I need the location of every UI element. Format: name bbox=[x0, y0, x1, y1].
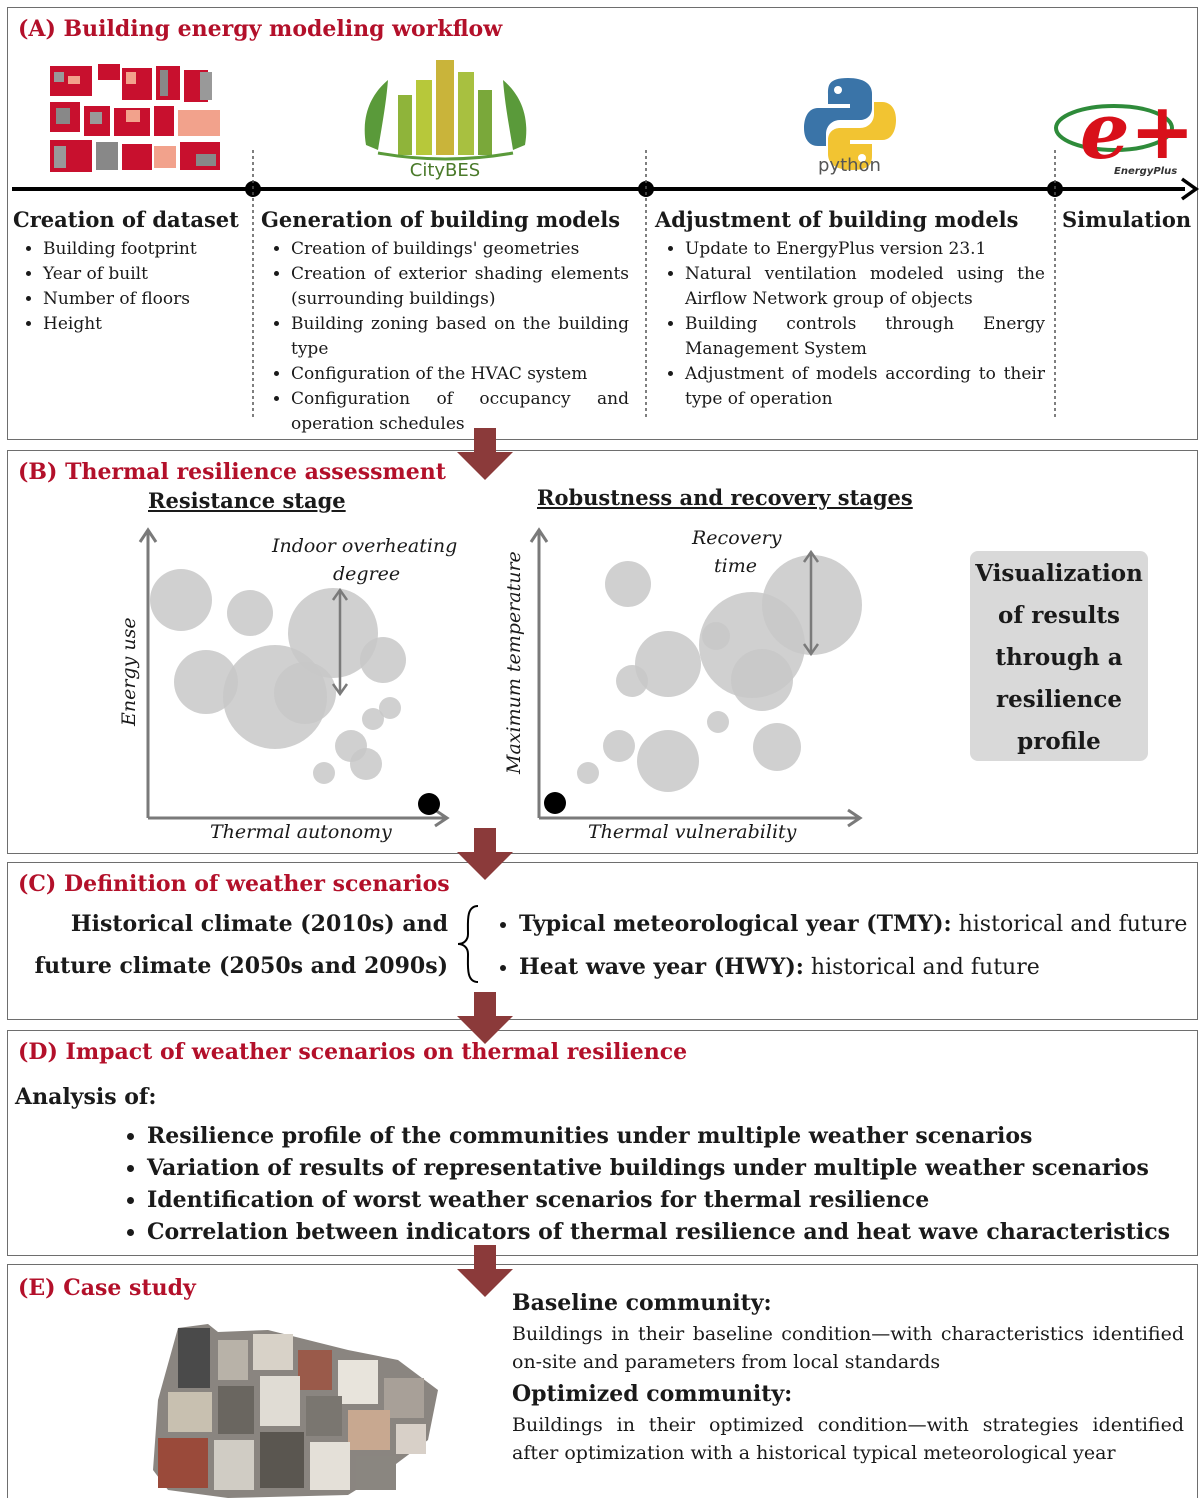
robustness-bubble-plot bbox=[529, 527, 863, 828]
python-logo bbox=[804, 78, 896, 170]
robustness-recovery-title: Robustness and recovery stages bbox=[537, 485, 913, 510]
citybes-logo-text: CityBES bbox=[410, 160, 480, 181]
right-x-axis-label: Thermal vulnerability bbox=[588, 821, 797, 843]
vis-line: Visualization bbox=[975, 560, 1143, 587]
energyplus-logo: e+ EnergyPlus bbox=[1054, 88, 1187, 177]
vis-line: through a bbox=[995, 644, 1123, 671]
scenario-name: Typical meteorological year (TMY): bbox=[519, 911, 952, 937]
list-item: Identification of worst weather scenario… bbox=[147, 1184, 1195, 1216]
left-x-axis-label: Thermal autonomy bbox=[210, 821, 392, 843]
list-item: Building controls through Energy Managem… bbox=[685, 312, 1045, 362]
right-y-axis-label: Maximum temperature bbox=[503, 551, 525, 774]
panel-c-title: (C) Definition of weather scenarios bbox=[18, 871, 450, 897]
scenario-name: Heat wave year (HWY): bbox=[519, 954, 804, 980]
citybes-logo: CityBES bbox=[364, 60, 527, 181]
list-item: Configuration of the HVAC system bbox=[291, 362, 629, 387]
left-y-axis-label: Energy use bbox=[118, 617, 140, 726]
building-footprint-map bbox=[50, 64, 220, 172]
stage-generation-heading: Generation of building models bbox=[261, 207, 621, 232]
list-item: Variation of results of representative b… bbox=[147, 1152, 1195, 1184]
panel-d-title: (D) Impact of weather scenarios on therm… bbox=[18, 1039, 688, 1065]
resistance-stage-title: Resistance stage bbox=[148, 488, 346, 513]
resilience-profile-box: Visualization of results through a resil… bbox=[970, 551, 1148, 761]
climate-line: future climate (2050s and 2090s) bbox=[34, 953, 448, 979]
analysis-intro: Analysis of: bbox=[15, 1084, 157, 1110]
stage-dividers bbox=[252, 150, 1056, 420]
climate-line: Historical climate (2010s) and bbox=[70, 911, 448, 937]
arrow-d-to-e-icon bbox=[457, 1245, 513, 1297]
list-item: Typical meteorological year (TMY): histo… bbox=[519, 903, 1197, 946]
analysis-list: Resilience profile of the communities un… bbox=[115, 1120, 1195, 1248]
energyplus-text: EnergyPlus bbox=[1114, 166, 1177, 177]
vis-line: of results bbox=[998, 602, 1120, 629]
stage-simulation-heading: Simulation bbox=[1062, 207, 1192, 232]
climate-periods: Historical climate (2010s) and future cl… bbox=[20, 903, 448, 987]
arrow-a-to-b-icon bbox=[457, 428, 513, 480]
list-item: Creation of buildings' geometries bbox=[291, 237, 629, 262]
panel-e-title: (E) Case study bbox=[18, 1275, 196, 1301]
panel-a-title: (A) Building energy modeling workflow bbox=[18, 16, 503, 42]
list-item: Adjustment of models according to their … bbox=[685, 362, 1045, 412]
recovery-annotation-1: Recovery bbox=[692, 527, 782, 549]
recovery-annotation-2: time bbox=[714, 555, 757, 577]
list-item: Building zoning based on the building ty… bbox=[291, 312, 629, 362]
panel-d: (D) Impact of weather scenarios on therm… bbox=[7, 1030, 1198, 1256]
optimized-heading: Optimized community: bbox=[512, 1381, 793, 1407]
stage-adjustment: Update to EnergyPlus version 23.1 Natura… bbox=[655, 237, 1045, 412]
list-item: Year of built bbox=[43, 262, 243, 287]
stage-dataset-heading: Creation of dataset bbox=[13, 207, 239, 232]
overheating-annotation-1: Indoor overheating bbox=[272, 535, 458, 557]
list-item: Heat wave year (HWY): historical and fut… bbox=[519, 946, 1197, 989]
list-item: Correlation between indicators of therma… bbox=[147, 1216, 1195, 1248]
panel-c: (C) Definition of weather scenarios bbox=[7, 862, 1198, 1020]
vis-line: resilience bbox=[996, 686, 1122, 713]
list-item: Number of floors bbox=[43, 287, 243, 312]
stage-dataset: Building footprint Year of built Number … bbox=[13, 237, 243, 337]
scenario-desc: historical and future bbox=[803, 955, 1040, 980]
arrow-b-to-c-icon bbox=[457, 828, 513, 880]
vis-line: profile bbox=[1017, 728, 1101, 755]
overheating-annotation-2: degree bbox=[333, 563, 401, 585]
list-item: Building footprint bbox=[43, 237, 243, 262]
energyplus-e: e+ bbox=[1080, 88, 1187, 177]
list-item: Height bbox=[43, 312, 243, 337]
stage-adjustment-heading: Adjustment of building models bbox=[655, 207, 1019, 232]
panel-b-title: (B) Thermal resilience assessment bbox=[18, 459, 446, 485]
scenario-desc: historical and future bbox=[951, 912, 1188, 937]
list-item: Creation of exterior shading elements (s… bbox=[291, 262, 629, 312]
resistance-bubble-plot bbox=[138, 527, 450, 828]
list-item: Update to EnergyPlus version 23.1 bbox=[685, 237, 1045, 262]
python-logo-text: python bbox=[818, 155, 881, 176]
baseline-text: Buildings in their baseline condition—wi… bbox=[512, 1323, 1184, 1373]
stage-generation: Creation of buildings' geometries Creati… bbox=[261, 237, 629, 437]
case-study-aerial-image bbox=[153, 1324, 438, 1498]
curly-brace bbox=[457, 905, 479, 983]
baseline-heading: Baseline community: bbox=[512, 1290, 772, 1316]
optimized-text: Buildings in their optimized condition—w… bbox=[512, 1414, 1184, 1464]
list-item: Natural ventilation modeled using the Ai… bbox=[685, 262, 1045, 312]
scenario-list: Typical meteorological year (TMY): histo… bbox=[487, 903, 1197, 989]
arrow-c-to-d-icon bbox=[457, 992, 513, 1044]
list-item: Resilience profile of the communities un… bbox=[147, 1120, 1195, 1152]
list-item: Configuration of occupancy and operation… bbox=[291, 387, 629, 437]
